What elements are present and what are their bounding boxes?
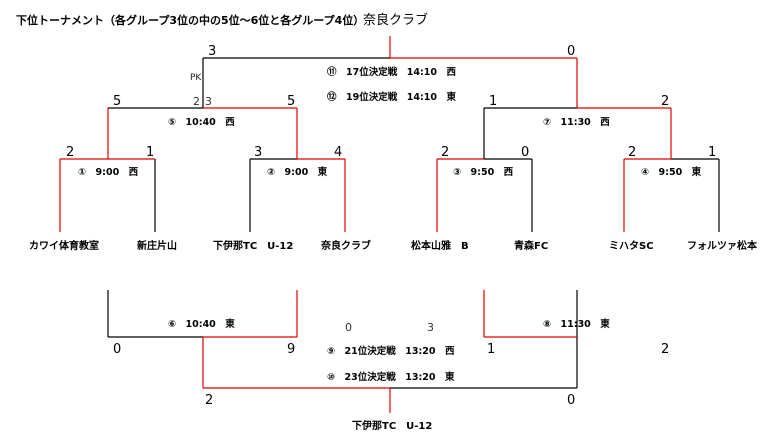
info-m2: ② 9:00 東 — [267, 167, 328, 178]
score-m7-left: 1 — [489, 94, 498, 109]
score-m3-right: 0 — [521, 145, 530, 160]
team-nara-club: 奈良クラブ — [321, 241, 371, 252]
team-kawai: カワイ体育教室 — [29, 241, 99, 252]
team-shimoina-tc: 下伊那TC U-12 — [213, 241, 294, 252]
info-m7: ⑦ 11:30 西 — [543, 117, 610, 128]
team-shinjo-katayama: 新庄片山 — [137, 241, 177, 252]
score-m3-left: 2 — [441, 145, 450, 160]
team-aomori-fc: 青森FC — [514, 241, 549, 252]
score-m1-right: 1 — [146, 145, 155, 160]
info-m8: ⑧ 11:30 東 — [543, 319, 610, 330]
score-bfinal-mid-right: 3 — [427, 321, 434, 334]
score-m2-left: 3 — [254, 145, 263, 160]
bottom-winner-label: 下伊那TC U-12 — [352, 421, 433, 432]
info-m5: ⑤ 10:40 西 — [168, 117, 235, 128]
score-bfinal-left: 2 — [205, 393, 214, 408]
score-m6-right: 9 — [287, 342, 296, 357]
score-m5-left: 5 — [113, 94, 122, 109]
score-final-right: 0 — [567, 44, 576, 59]
team-mihata-sc: ミハタSC — [609, 241, 654, 252]
page-title: 下位トーナメント（各グループ3位の中の5位～6位と各グループ4位） — [16, 14, 365, 27]
score-m8-left: 1 — [487, 342, 496, 357]
score-m7-right: 2 — [661, 94, 670, 109]
team-matsumoto-yamaga-b: 松本山雅 B — [411, 241, 469, 252]
score-m4-right: 1 — [708, 145, 717, 160]
pk-label: PK — [190, 73, 202, 83]
score-m4-left: 2 — [628, 145, 637, 160]
pk-m5-right: 3 — [205, 95, 212, 108]
info-17th-place: ⑪ 17位決定戦 14:10 西 — [327, 67, 456, 78]
score-bfinal-right: 0 — [567, 393, 576, 408]
pk-m5-left: 2 — [193, 95, 200, 108]
champion-label: 奈良クラブ — [363, 13, 429, 28]
score-m1-left: 2 — [66, 145, 75, 160]
info-m4: ④ 9:50 東 — [641, 167, 702, 178]
score-m2-right: 4 — [334, 145, 343, 160]
info-19th-place: ⑫ 19位決定戦 14:10 東 — [327, 92, 456, 103]
score-m5-right: 5 — [287, 94, 296, 109]
info-m3: ③ 9:50 西 — [453, 167, 514, 178]
score-final-left: 3 — [208, 44, 217, 59]
team-forza-matsumoto: フォルツァ松本 — [687, 241, 757, 252]
info-21st-place: ⑨ 21位決定戦 13:20 西 — [327, 346, 455, 357]
info-m1: ① 9:00 西 — [78, 167, 139, 178]
info-23rd-place: ⑩ 23位決定戦 13:20 東 — [327, 372, 455, 383]
score-m6-left: 0 — [113, 342, 122, 357]
score-m8-right: 2 — [661, 342, 670, 357]
info-m6: ⑥ 10:40 東 — [168, 319, 235, 330]
score-bfinal-mid-left: 0 — [345, 321, 352, 334]
